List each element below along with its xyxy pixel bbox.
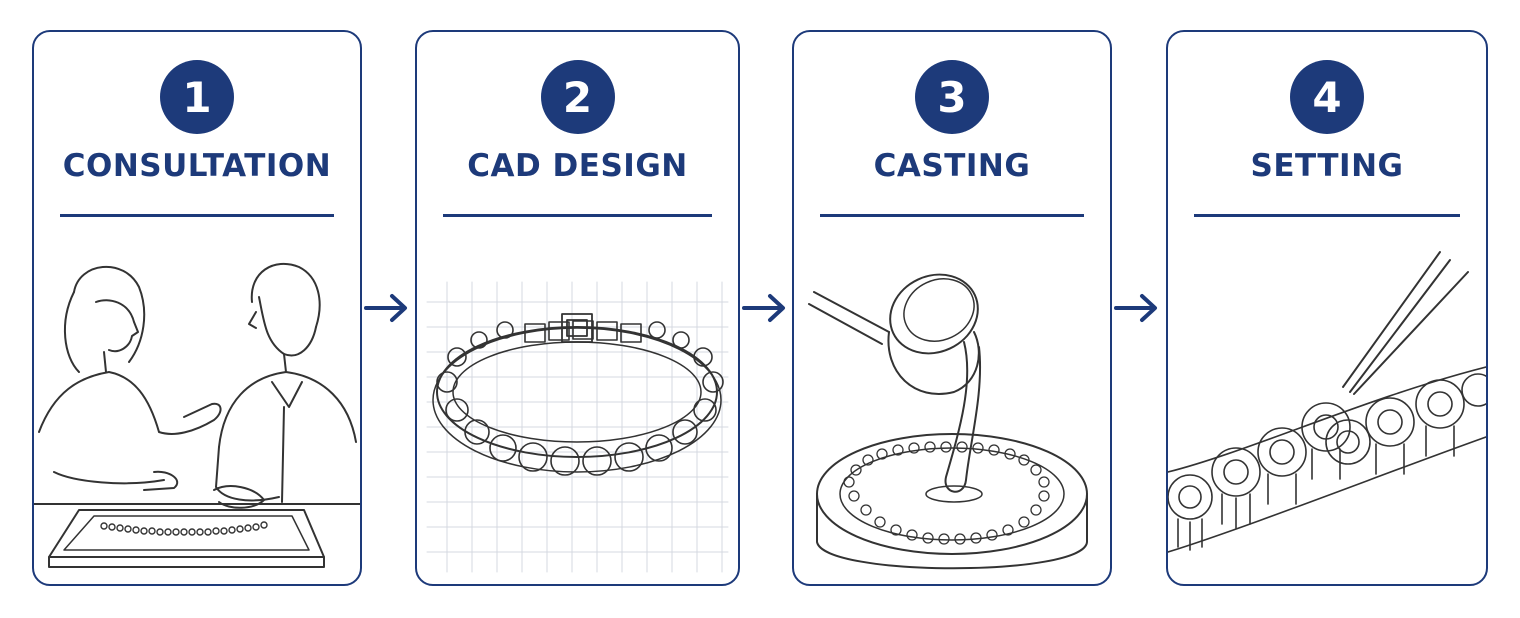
stone-setting-illustration [1168, 251, 1486, 553]
step-card-cad-design: 2 CAD DESIGN [415, 30, 740, 586]
step-number-badge: 3 [915, 60, 989, 134]
step-card-consultation: 1 CONSULTATION [32, 30, 362, 586]
consultation-illustration [34, 262, 360, 568]
divider [1194, 214, 1460, 217]
arrow-right-icon [364, 294, 407, 322]
arrow-right-icon [1114, 294, 1157, 322]
step-title: CASTING [873, 148, 1031, 184]
step-number-badge: 4 [1290, 60, 1364, 134]
divider [820, 214, 1084, 217]
step-title: CONSULTATION [62, 148, 332, 184]
step-title: SETTING [1250, 148, 1404, 184]
step-title: CAD DESIGN [467, 148, 688, 184]
cad-bracelet-illustration [426, 281, 729, 573]
casting-illustration [808, 273, 1088, 570]
divider [443, 214, 712, 217]
step-card-casting: 3 CASTING [792, 30, 1112, 586]
step-number-badge: 2 [540, 60, 615, 134]
divider [60, 214, 334, 217]
step-number-badge: 1 [160, 60, 234, 134]
arrow-right-icon [742, 294, 785, 322]
step-card-setting: 4 SETTING [1166, 30, 1488, 586]
